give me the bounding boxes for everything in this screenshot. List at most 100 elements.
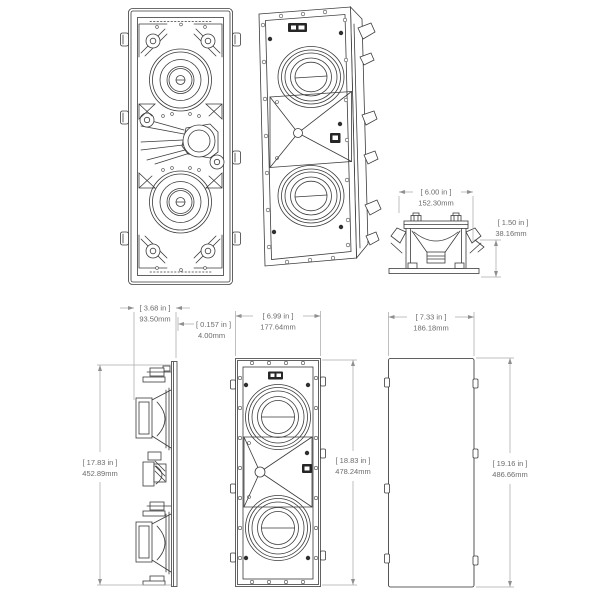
dim-front-height-in: [ 18.83 in ] (335, 456, 370, 465)
dim-flange-in: [ 0.157 in ] (196, 320, 231, 329)
waveguide-center (293, 128, 303, 138)
jbl-logo-badge (302, 464, 312, 473)
grille-panel (388, 358, 475, 588)
rear-frame-mid (130, 10, 231, 283)
mounting-tab (320, 550, 326, 561)
waveguide-center (254, 466, 266, 478)
dim-top-width-mm: 152.30mm (418, 199, 453, 208)
woofer-profile-bottom (135, 511, 172, 575)
mounting-tab (384, 377, 390, 388)
dim-grille-width: [ 7.33 in ] 186.18mm (388, 312, 475, 356)
dim-front-width: [ 6.99 in ] 177.64mm (235, 311, 321, 356)
dim-flange-mm: 4.00mm (198, 331, 225, 340)
top-screw-posts (410, 212, 462, 222)
tweeter-profile (142, 451, 167, 487)
dim-front-width-in: [ 6.99 in ] (263, 312, 294, 321)
dim-grille-width-in: [ 7.33 in ] (416, 313, 447, 322)
driver-cone-profile (411, 230, 461, 259)
cone-curve (156, 401, 166, 437)
dim-front-width-mm: 177.64mm (260, 323, 295, 332)
dim-top-width-in: [ 6.00 in ] (421, 188, 452, 197)
front-view-drawing (230, 358, 326, 587)
clamp-unit-mid (142, 501, 172, 517)
top-end-view-drawing (388, 212, 485, 274)
rear-screw-holes (155, 22, 207, 272)
dim-side-height: [ 17.83 in ] 452.89mm (82, 364, 171, 586)
clamp-screw (209, 154, 225, 170)
perspective-screw-holes (260, 9, 351, 265)
mounting-tab (232, 231, 241, 246)
magnet (135, 397, 153, 439)
front-face (258, 6, 357, 267)
bracing-spokes (140, 117, 191, 165)
clamp-arm-left (390, 227, 407, 244)
dim-side-height-in: [ 17.83 in ] (82, 458, 117, 467)
front-baffle (242, 366, 314, 580)
cone-curve (156, 525, 166, 561)
grille-view-drawing (384, 358, 479, 588)
hatch (154, 460, 166, 482)
mounting-tab (320, 448, 326, 459)
mounting-tab (472, 378, 479, 389)
dim-grille-width-mm: 186.18mm (413, 324, 448, 333)
side-clamp-hardware (357, 22, 382, 246)
dim-side-depth-mm: 93.50mm (139, 315, 170, 324)
dim-front-height: [ 18.83 in ] 478.24mm (322, 359, 371, 586)
side-profile-drawing (135, 361, 178, 587)
mounting-tab (230, 379, 236, 390)
dim-flange-thickness: [ 0.157 in ] 4.00mm (177, 317, 231, 340)
clamp-unit-top (142, 365, 172, 383)
mounting-tab (384, 483, 390, 494)
mounting-tab (384, 553, 390, 564)
front-dark-screws (243, 382, 311, 561)
magnet (426, 251, 446, 264)
mounting-tab (120, 231, 129, 246)
mounting-tab (232, 150, 241, 165)
dim-top-width: [ 6.00 in ] 152.30mm (398, 188, 474, 242)
clamp-screw (139, 112, 155, 128)
mounting-tab (232, 32, 241, 47)
rear-view-drawing (120, 8, 241, 285)
baffle-plate (171, 361, 178, 587)
dim-side-height-mm: 452.89mm (82, 469, 117, 478)
woofer-profile-top (135, 387, 172, 451)
brand-plate (288, 23, 307, 32)
dim-front-height-mm: 478.24mm (335, 467, 370, 476)
front-waveguide-section (243, 436, 313, 508)
clamp-wires (390, 239, 485, 254)
perspective-dark-screws (267, 30, 344, 235)
mounting-tab (230, 483, 236, 494)
can-walls (405, 228, 467, 269)
dim-side-depth: [ 3.68 in ] 93.50mm (120, 304, 190, 400)
brand-plate (268, 371, 283, 380)
front-frame-mid (237, 360, 319, 585)
jbl-logo-badge (330, 133, 341, 143)
mounting-tab (472, 448, 479, 459)
rear-frame-outer (128, 8, 233, 285)
flange-plate (388, 268, 480, 274)
clamp-arm-right (465, 227, 482, 244)
dim-grille-height-mm: 486.66mm (492, 470, 527, 479)
mounting-tab (230, 552, 236, 563)
mounting-tab (120, 32, 129, 47)
magnet (135, 521, 153, 563)
mounting-tab (120, 110, 129, 125)
rear-mid-assembly (138, 103, 225, 189)
perspective-view-drawing (258, 5, 382, 267)
front-face-lip (265, 14, 352, 260)
dim-grille-height: [ 19.16 in ] 486.66mm (476, 357, 528, 588)
dim-top-depth-mm: 38.16mm (495, 229, 526, 238)
dim-top-depth: [ 1.50 in ] 38.16mm (480, 218, 528, 278)
dim-grille-height-in: [ 19.16 in ] (492, 459, 527, 468)
mounting-tab (320, 376, 326, 387)
corner-braces (138, 103, 223, 189)
mounting-tab (472, 555, 479, 566)
front-screw-holes (238, 360, 318, 584)
dim-side-depth-in: [ 3.68 in ] (140, 304, 171, 313)
side-face-contour (353, 23, 361, 249)
brand-plate-icon (288, 23, 307, 32)
perspective-waveguide-section (269, 91, 352, 168)
clamp-unit-bottom (142, 575, 166, 586)
